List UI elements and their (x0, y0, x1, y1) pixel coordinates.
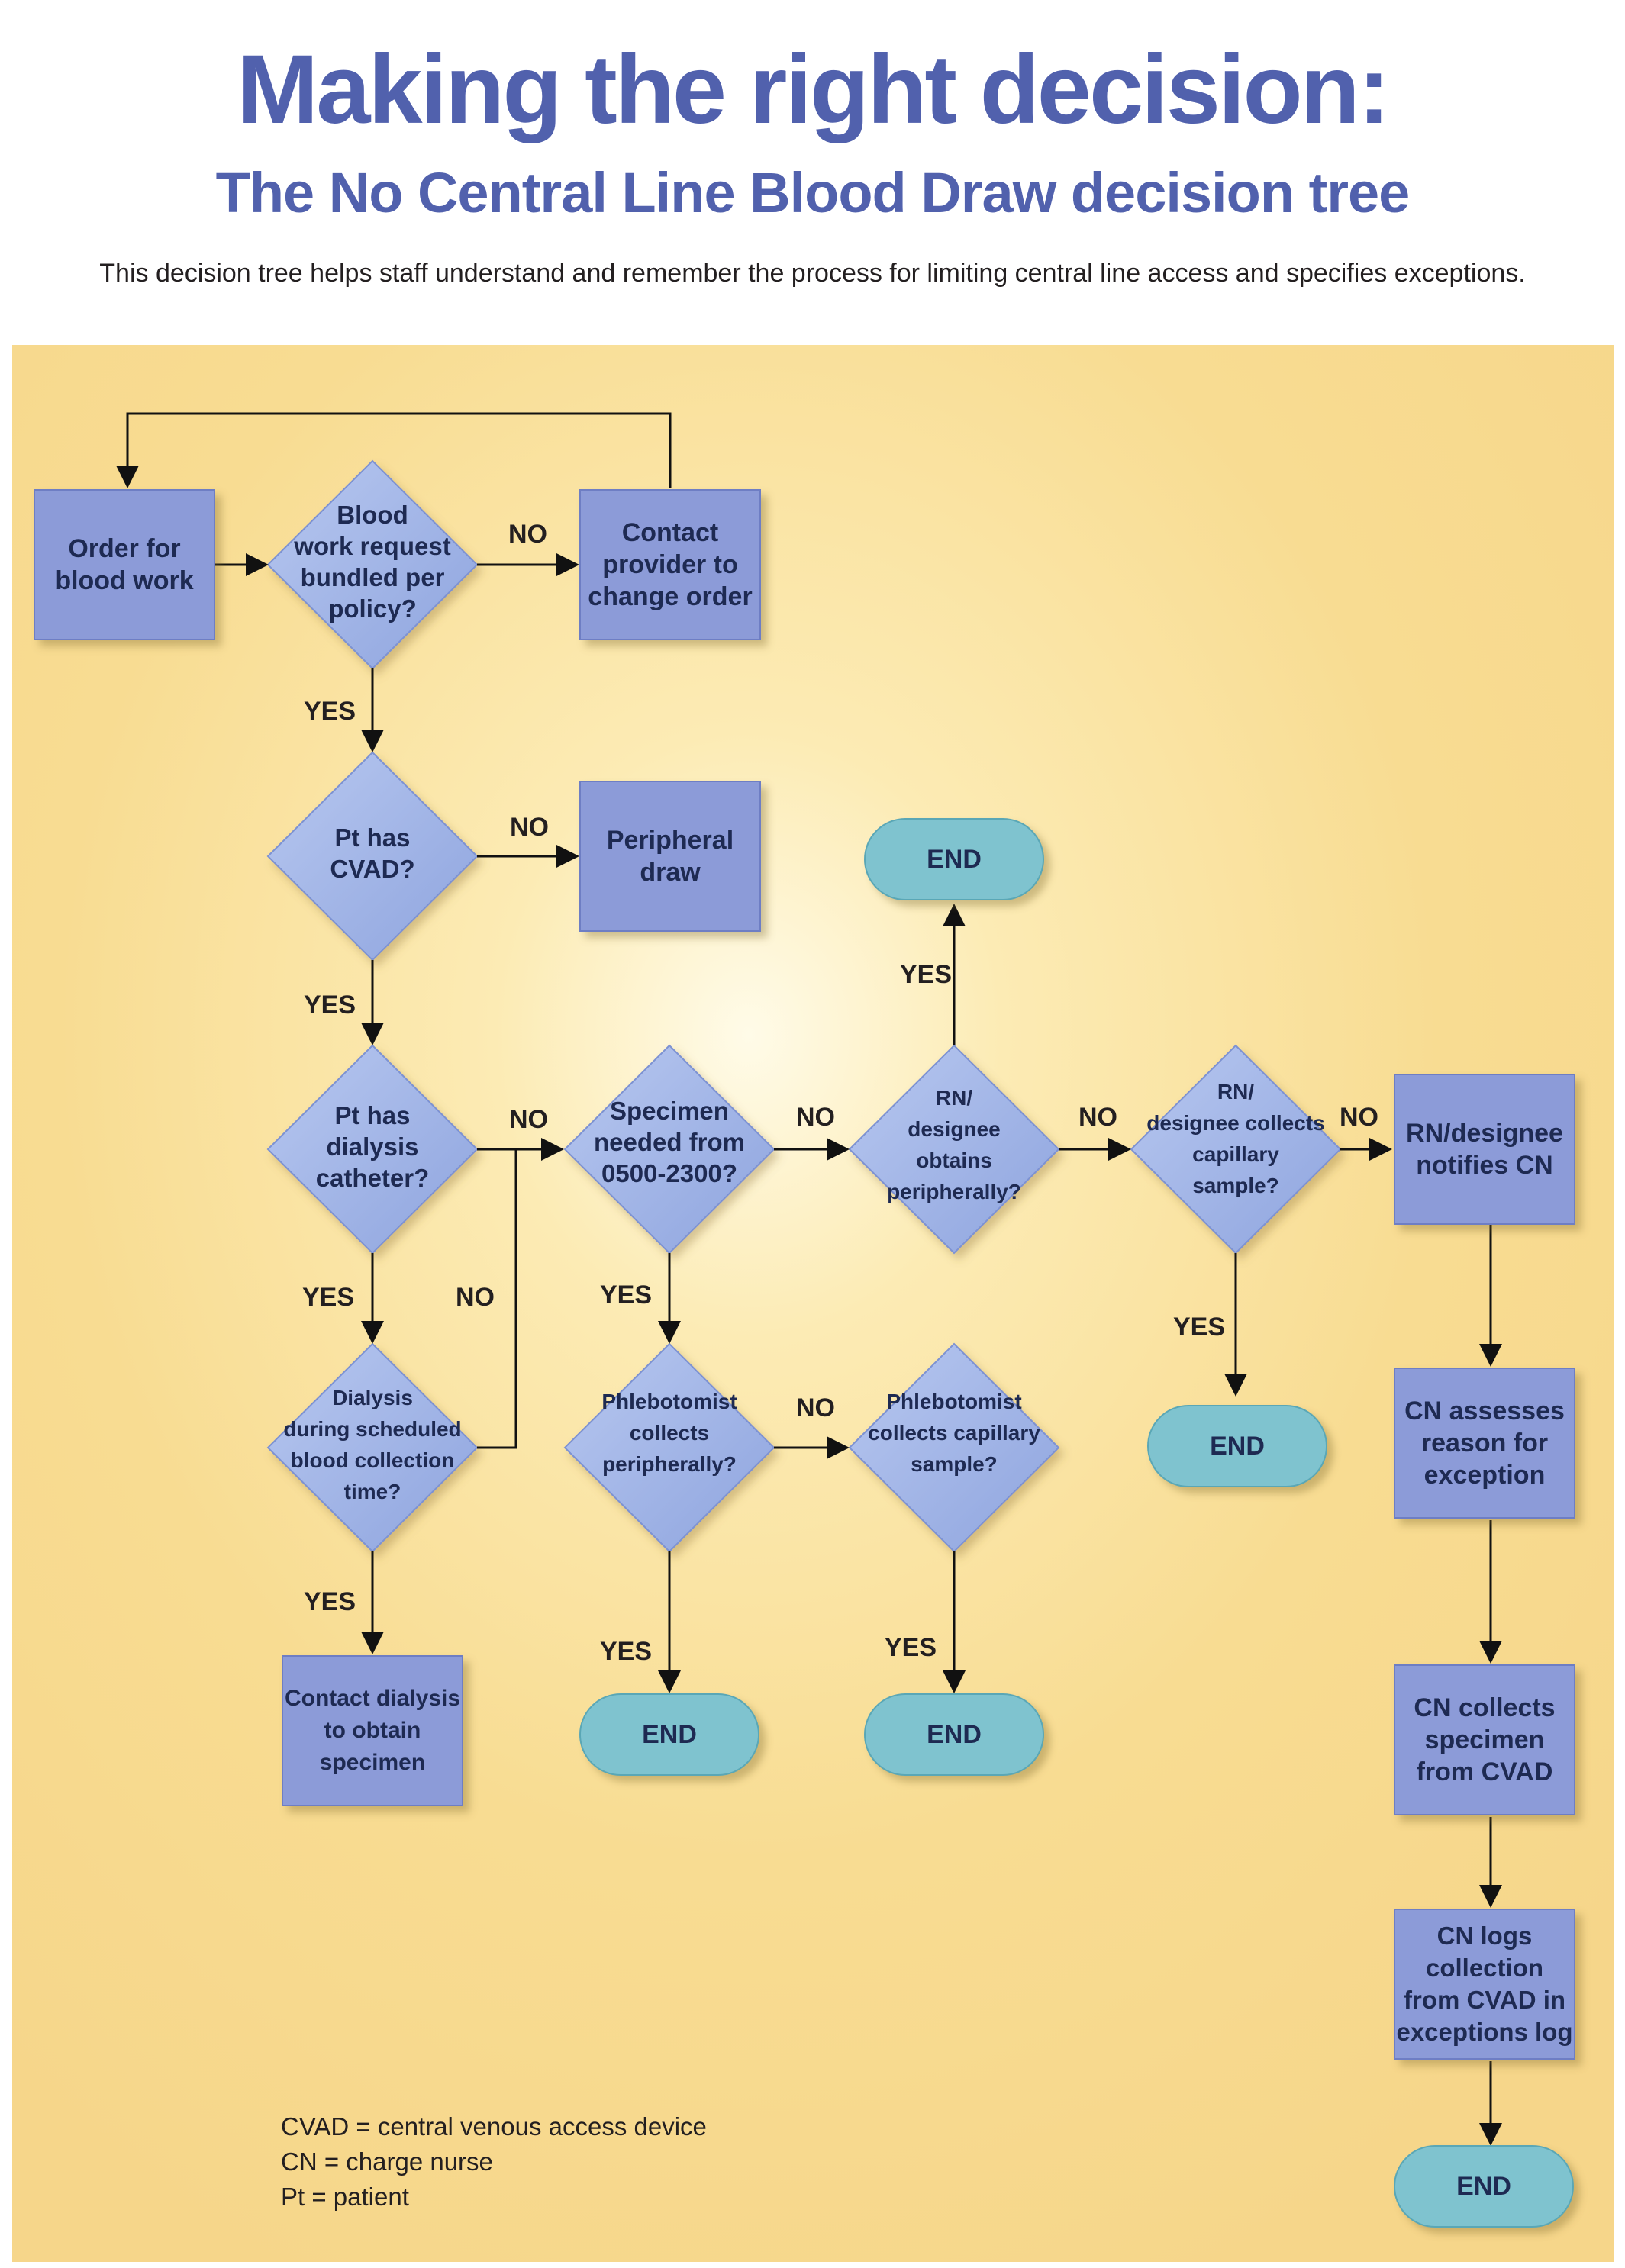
legend-item-pt: Pt = patient (281, 2183, 409, 2211)
page-subtitle: The No Central Line Blood Draw decision … (215, 161, 1411, 224)
legend-item-cvad: CVAD = central venous access device (281, 2112, 707, 2141)
label-yes-bundled: YES (304, 697, 356, 726)
label-no-phleb-periph: NO (796, 1393, 835, 1422)
legend-item-cn: CN = charge nurse (281, 2147, 493, 2176)
end-terminal-phleb-peripheral: END (579, 1693, 759, 1776)
label-yes-rn-periph: YES (900, 960, 953, 989)
connector-dialysis-time-no (477, 1149, 517, 1449)
legend: CVAD = central venous access device CN =… (281, 2109, 707, 2215)
label-yes-dialysis-time: YES (304, 1587, 356, 1616)
label-yes-rn-cap: YES (1173, 1313, 1226, 1342)
end-terminal-rn-peripheral: END (864, 818, 1044, 900)
label-yes-phleb-cap: YES (885, 1633, 937, 1662)
flowchart-connectors (12, 345, 1614, 2262)
page-title: Making the right decision: (237, 35, 1391, 144)
label-yes-specimen: YES (600, 1281, 653, 1310)
panel-background (12, 345, 1614, 2262)
label-yes-cvad: YES (304, 991, 356, 1020)
label-no-dialysis-cath: NO (509, 1105, 548, 1134)
label-no-rn-cap: NO (1340, 1103, 1378, 1132)
label-no-cvad: NO (510, 813, 549, 842)
label-no-dialysis-time: NO (456, 1283, 495, 1312)
label-no-bundled: NO (508, 520, 547, 549)
diamond-rn-periph (848, 1044, 1060, 1255)
intro-text: This decision tree helps staff understan… (99, 259, 1526, 288)
label-no-specimen: NO (796, 1103, 835, 1132)
end-terminal-rn-capillary: END (1147, 1405, 1327, 1487)
label-yes-dialysis-cath: YES (302, 1283, 355, 1312)
label-no-rn-periph: NO (1078, 1103, 1117, 1132)
label-yes-phleb-periph: YES (600, 1637, 653, 1666)
end-terminal-phleb-capillary: END (864, 1693, 1044, 1776)
connector-loop-back (116, 412, 672, 488)
end-terminal-cn-log: END (1394, 2145, 1574, 2228)
